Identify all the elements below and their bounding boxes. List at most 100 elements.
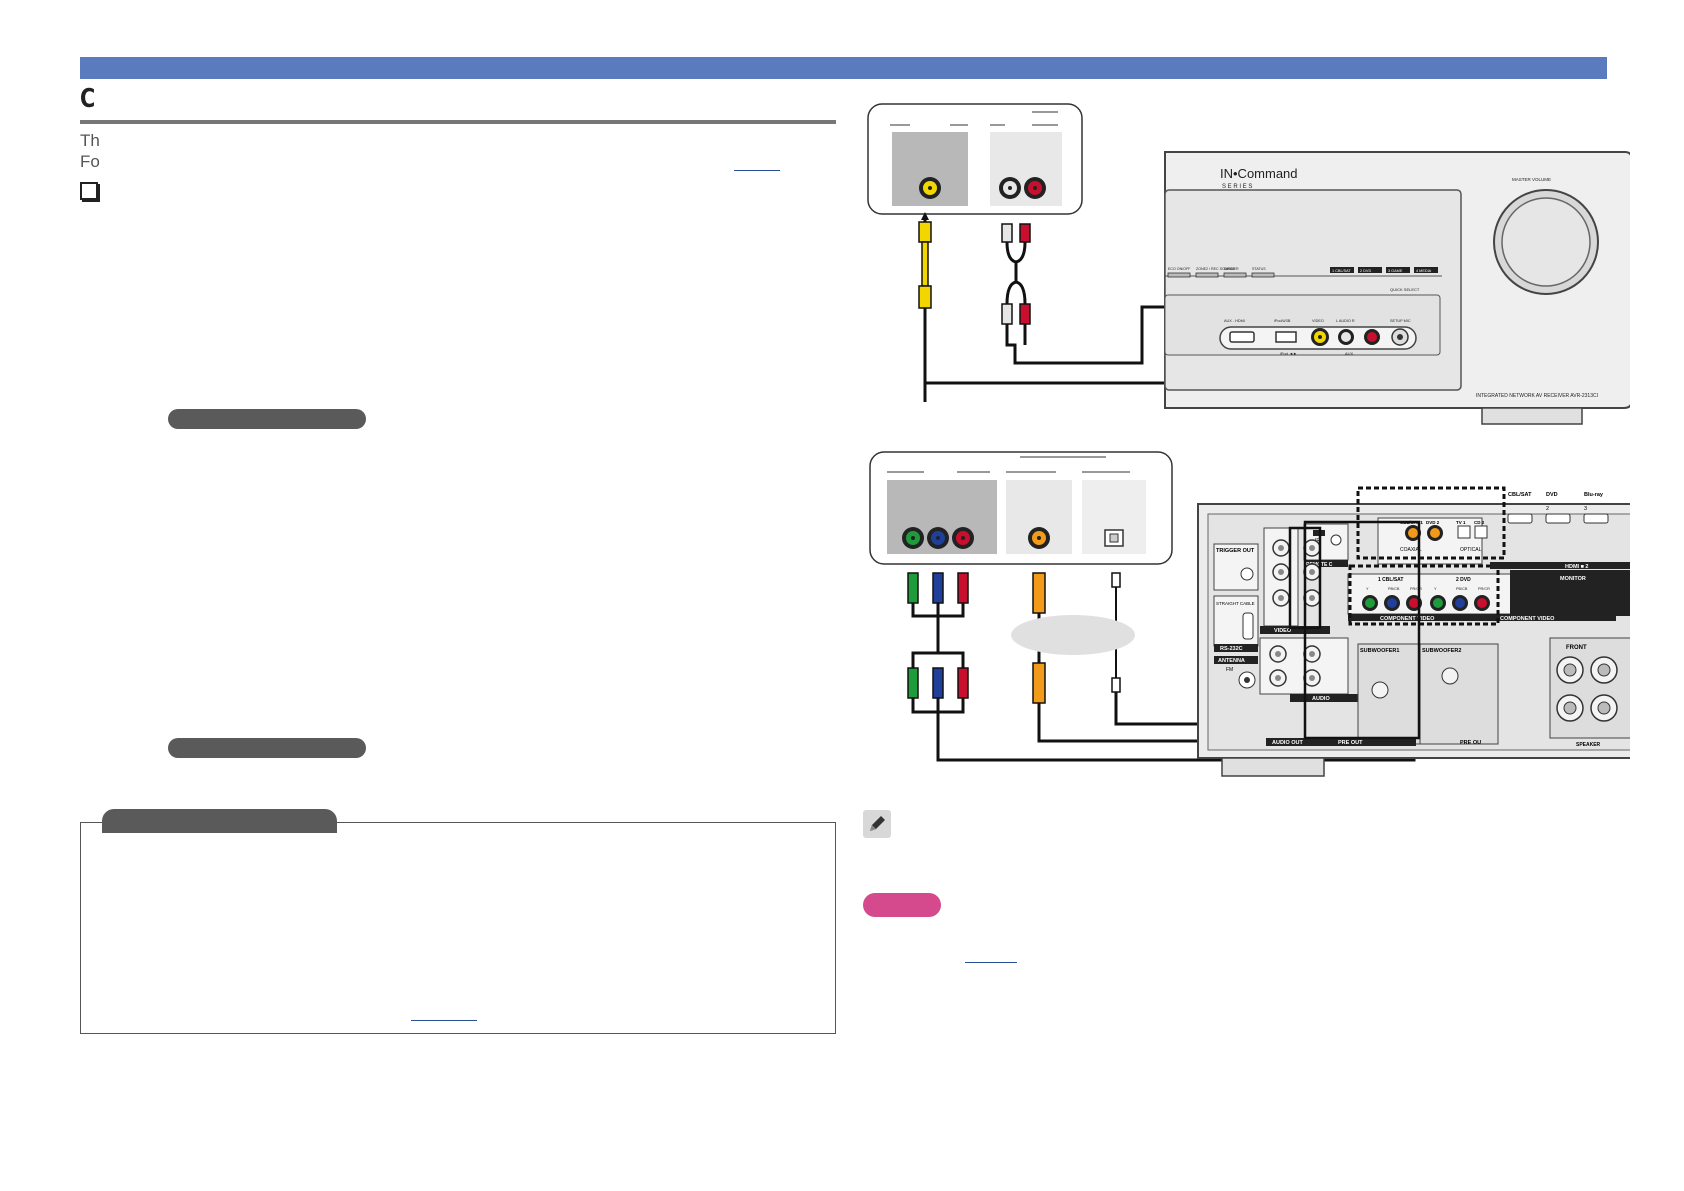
front-button: [1223, 272, 1247, 278]
component-port-label: PR/CR: [1478, 587, 1490, 591]
component-port-label: Y: [1434, 587, 1437, 591]
svg-text:TRIGGER OUT: TRIGGER OUT: [1216, 548, 1255, 554]
pencil-icon: [863, 810, 891, 838]
front-port-label: iPod/USB: [1274, 319, 1291, 323]
receiver-rear-panel: TRIGGER OUT STRAIGHT CABLE RS-232C ANTEN…: [1197, 486, 1630, 777]
front-button-label: STATUS: [1252, 267, 1266, 271]
svg-text:IR: IR: [1315, 538, 1320, 544]
component-group-label: 1 CBL/SAT: [1378, 577, 1403, 583]
quick-select-label: 4 MEDIA: [1416, 269, 1432, 273]
svg-text:HDMI ■ 2: HDMI ■ 2: [1565, 564, 1589, 570]
title-divider: [80, 120, 836, 124]
component-input-highlight: [1348, 564, 1500, 626]
svg-text:OPTICAL: OPTICAL: [1460, 547, 1482, 553]
svg-text:AUDIO OUT: AUDIO OUT: [1272, 740, 1304, 746]
quick-select-button: [1358, 267, 1382, 273]
component-port-label: PB/CB: [1388, 587, 1400, 591]
note-link[interactable]: [411, 1020, 477, 1021]
component-jack: [1387, 598, 1397, 608]
checkbox-icon: [80, 182, 98, 200]
quick-select-button: [1386, 267, 1410, 273]
rear-connection-diagram: TRIGGER OUT STRAIGHT CABLE RS-232C ANTEN…: [869, 451, 1630, 777]
aux-hdmi-port: [1229, 331, 1255, 343]
brand-series: S E R I E S: [1222, 184, 1252, 190]
svg-text:RS-232C: RS-232C: [1220, 646, 1243, 652]
front-port-label: AUX - HDMI: [1224, 319, 1245, 323]
quick-select-label: 1 CBL/SAT: [1332, 269, 1351, 273]
hdmi-port: [1583, 513, 1609, 524]
hdmi-number: 2: [1546, 506, 1549, 512]
hdmi-label: Blu-ray: [1584, 492, 1604, 498]
quick-select-label: 2 DVD: [1360, 269, 1371, 273]
hdmi-port: [1507, 513, 1533, 524]
video-cable: [918, 212, 932, 402]
section-header-bar: [80, 57, 1607, 79]
svg-text:COMPONENT VIDEO: COMPONENT VIDEO: [1380, 616, 1435, 622]
page-title: C: [80, 84, 96, 114]
brand-logo: IN•Command: [1220, 166, 1298, 181]
digital-input-label: CD 2: [1474, 520, 1485, 525]
hdmi-label: DVD: [1546, 492, 1558, 498]
svg-text:QUICK SELECT: QUICK SELECT: [1390, 287, 1420, 292]
intro-line-1: Th: [80, 131, 100, 150]
svg-text:FRONT: FRONT: [1566, 645, 1587, 651]
quick-select-label: 3 GAME: [1388, 269, 1403, 273]
svg-text:SUBWOOFER2: SUBWOOFER2: [1422, 648, 1461, 654]
svg-text:SUBWOOFER1: SUBWOOFER1: [1360, 648, 1399, 654]
svg-text:AUX: AUX: [1345, 351, 1354, 356]
svg-text:COMPONENT VIDEO: COMPONENT VIDEO: [1500, 616, 1555, 622]
component-jack: [1455, 598, 1465, 608]
svg-text:SPEAKER: SPEAKER: [1576, 742, 1601, 748]
component-port-label: Y: [1366, 587, 1369, 591]
note-badge: [863, 893, 941, 917]
or-bubble: [1011, 615, 1135, 655]
component-port-label: PB/CB: [1456, 587, 1468, 591]
hdmi-number: 3: [1584, 506, 1587, 512]
front-button-label: DIMMER: [1224, 267, 1239, 271]
component-jack: [1433, 598, 1443, 608]
svg-text:iPod ◄►: iPod ◄►: [1280, 351, 1297, 356]
note-page-link[interactable]: [965, 962, 1017, 963]
front-button: [1251, 272, 1275, 278]
receiver-front-panel: IN•Command S E R I E S MASTER VOLUME ECO…: [1164, 151, 1630, 425]
svg-text:PRE OU: PRE OU: [1460, 740, 1481, 746]
digital-input-label: TV 1: [1456, 520, 1466, 525]
svg-text:INTEGRATED NETWORK AV RECEIVER: INTEGRATED NETWORK AV RECEIVER AVR-2313C…: [1476, 393, 1598, 399]
component-jack: [1477, 598, 1487, 608]
svg-text:VIDEO: VIDEO: [1274, 628, 1292, 634]
component-port-label: PR/CR: [1410, 587, 1422, 591]
front-connection-diagram: IN•Command S E R I E S MASTER VOLUME ECO…: [867, 103, 1630, 425]
front-port-label: L AUDIO R: [1336, 319, 1355, 323]
front-audio-l-jack: [1341, 332, 1351, 342]
section-pill-2: [168, 738, 366, 758]
svg-text:AUDIO: AUDIO: [1312, 696, 1330, 702]
section-pill-1: [168, 409, 366, 429]
front-port-label: VIDEO: [1312, 319, 1324, 323]
quick-select-button: [1414, 267, 1438, 273]
svg-text:MONITOR: MONITOR: [1560, 576, 1586, 582]
hdmi-label: CBL/SAT: [1508, 492, 1532, 498]
component-jack: [1409, 598, 1419, 608]
digital-input-label: DVD 2: [1426, 520, 1440, 525]
note-box-tab: [102, 809, 337, 833]
page-link[interactable]: [734, 170, 780, 171]
front-audio-r-jack: [1367, 332, 1377, 342]
front-button-label: ZONE2 / REC SOURCE: [1196, 267, 1236, 271]
component-group-label: 2 DVD: [1456, 577, 1471, 583]
intro-line-2: Fo: [80, 152, 100, 171]
front-button: [1195, 272, 1219, 278]
component-jack: [1365, 598, 1375, 608]
front-port-label: SETUP MIC: [1390, 319, 1411, 323]
source-audio-panel: [990, 132, 1062, 206]
svg-text:FM: FM: [1226, 667, 1233, 673]
quick-select-button: [1330, 267, 1354, 273]
svg-text:ANTENNA: ANTENNA: [1218, 658, 1245, 664]
front-button: [1167, 272, 1191, 278]
svg-text:COAXIAL: COAXIAL: [1400, 547, 1422, 553]
svg-text:PRE OUT: PRE OUT: [1338, 740, 1363, 746]
front-button-label: ECO ON/OFF: [1168, 267, 1191, 271]
usb-port: [1275, 331, 1297, 343]
svg-text:STRAIGHT CABLE: STRAIGHT CABLE: [1216, 601, 1255, 606]
hdmi-port: [1545, 513, 1571, 524]
note-box: [80, 822, 836, 1034]
